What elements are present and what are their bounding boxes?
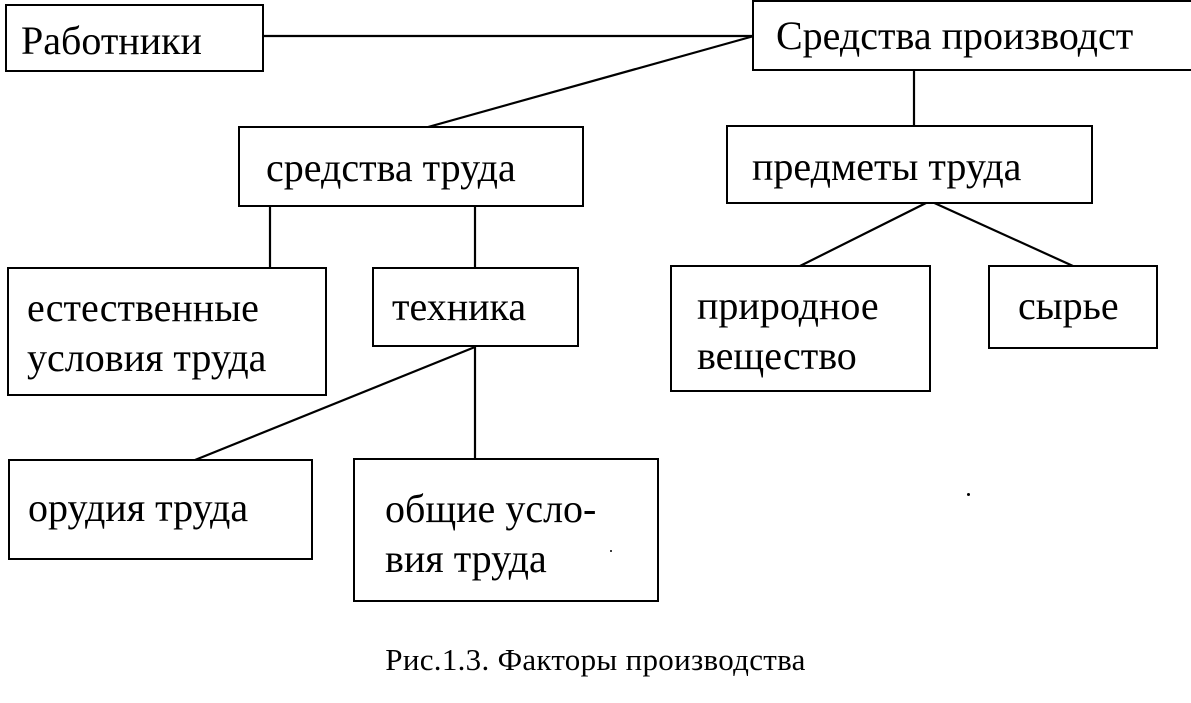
objects-of-labor-label: предметы труда <box>752 144 1022 189</box>
means-of-labor-label: средства труда <box>266 145 516 190</box>
scan-speck <box>967 493 970 496</box>
technology-label: техника <box>392 284 527 329</box>
workers-label: Работники <box>21 18 202 63</box>
natural-conditions-line-2: условия труда <box>27 335 267 380</box>
means-of-production-label: Средства производст <box>776 13 1134 58</box>
link-objects-of-labor-natural-substance <box>799 200 931 267</box>
figure-caption: Рис.1.3. Факторы производства <box>385 642 806 677</box>
means-of-production-box: Средства производст <box>752 0 1191 71</box>
natural-substance-line-1: природное <box>697 283 879 328</box>
general-conditions-line-2: вия труда <box>385 536 547 581</box>
natural-conditions-line-1: естественные <box>27 285 259 330</box>
link-means-of-production-means-of-labor <box>427 34 755 129</box>
means-of-labor-box: средства труда <box>238 126 584 207</box>
raw-materials-box: сырье <box>988 265 1158 349</box>
natural-substance-box: природное вещество <box>670 265 931 392</box>
scan-speck <box>610 550 612 552</box>
general-conditions-line-1: общие усло- <box>385 486 597 531</box>
natural-conditions-box: естественные условия труда <box>7 267 327 396</box>
workers-box: Работники <box>5 4 264 72</box>
tools-of-labor-box: орудия труда <box>8 459 313 560</box>
link-technology-tools-of-labor <box>194 345 476 462</box>
natural-substance-line-2: вещество <box>697 333 857 378</box>
tools-of-labor-label: орудия труда <box>28 485 249 530</box>
general-conditions-box: общие усло- вия труда <box>353 458 659 602</box>
technology-box: техника <box>372 267 579 347</box>
link-objects-of-labor-raw-materials <box>929 199 1074 268</box>
objects-of-labor-box: предметы труда <box>726 125 1093 204</box>
raw-materials-label: сырье <box>1018 283 1119 328</box>
